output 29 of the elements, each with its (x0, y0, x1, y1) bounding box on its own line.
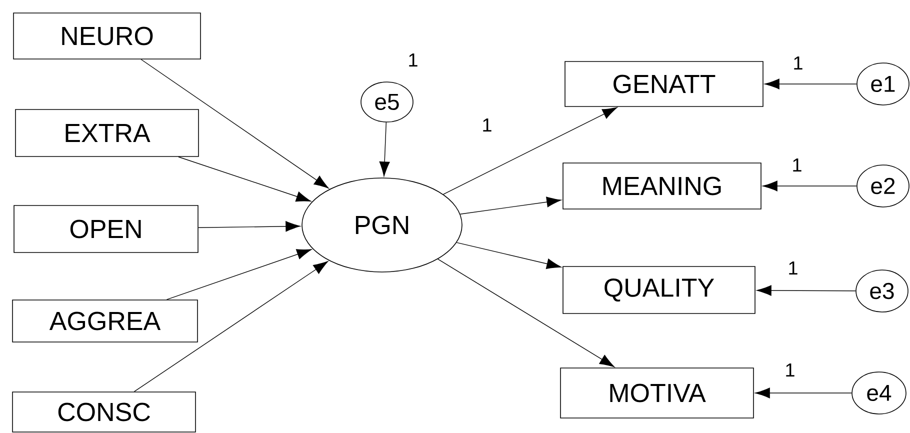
arrow (755, 388, 852, 398)
arrow (140, 59, 329, 188)
arrow (762, 180, 857, 192)
edge-label: 1 (483, 118, 492, 132)
arrow (442, 107, 618, 195)
variable-box: GENATT (564, 61, 764, 107)
arrow (198, 221, 300, 232)
variable-box: EXTRA (15, 109, 199, 157)
edge-label: 1 (789, 261, 798, 275)
edge-label: 1 (793, 158, 802, 172)
arrow (764, 78, 857, 90)
arrow (134, 261, 328, 392)
arrow (379, 122, 390, 176)
arrow (456, 242, 562, 269)
variable-box: OPEN (14, 205, 198, 253)
edge-label: 1 (786, 363, 794, 377)
variable-box: MOTIVA (560, 368, 754, 418)
arrow (460, 196, 562, 214)
variable-box: MEANING (562, 162, 762, 210)
variable-box: NEURO (13, 12, 201, 60)
edge-label: 1 (409, 53, 418, 67)
arrow (756, 285, 856, 296)
variable-box: CONSC (12, 392, 196, 432)
variable-box: AGGREA (12, 300, 198, 342)
arrow (178, 156, 311, 202)
variable-box: QUALITY (562, 266, 756, 314)
arrow (166, 249, 312, 300)
edge-label: 1 (794, 56, 802, 70)
arrow (437, 258, 614, 368)
